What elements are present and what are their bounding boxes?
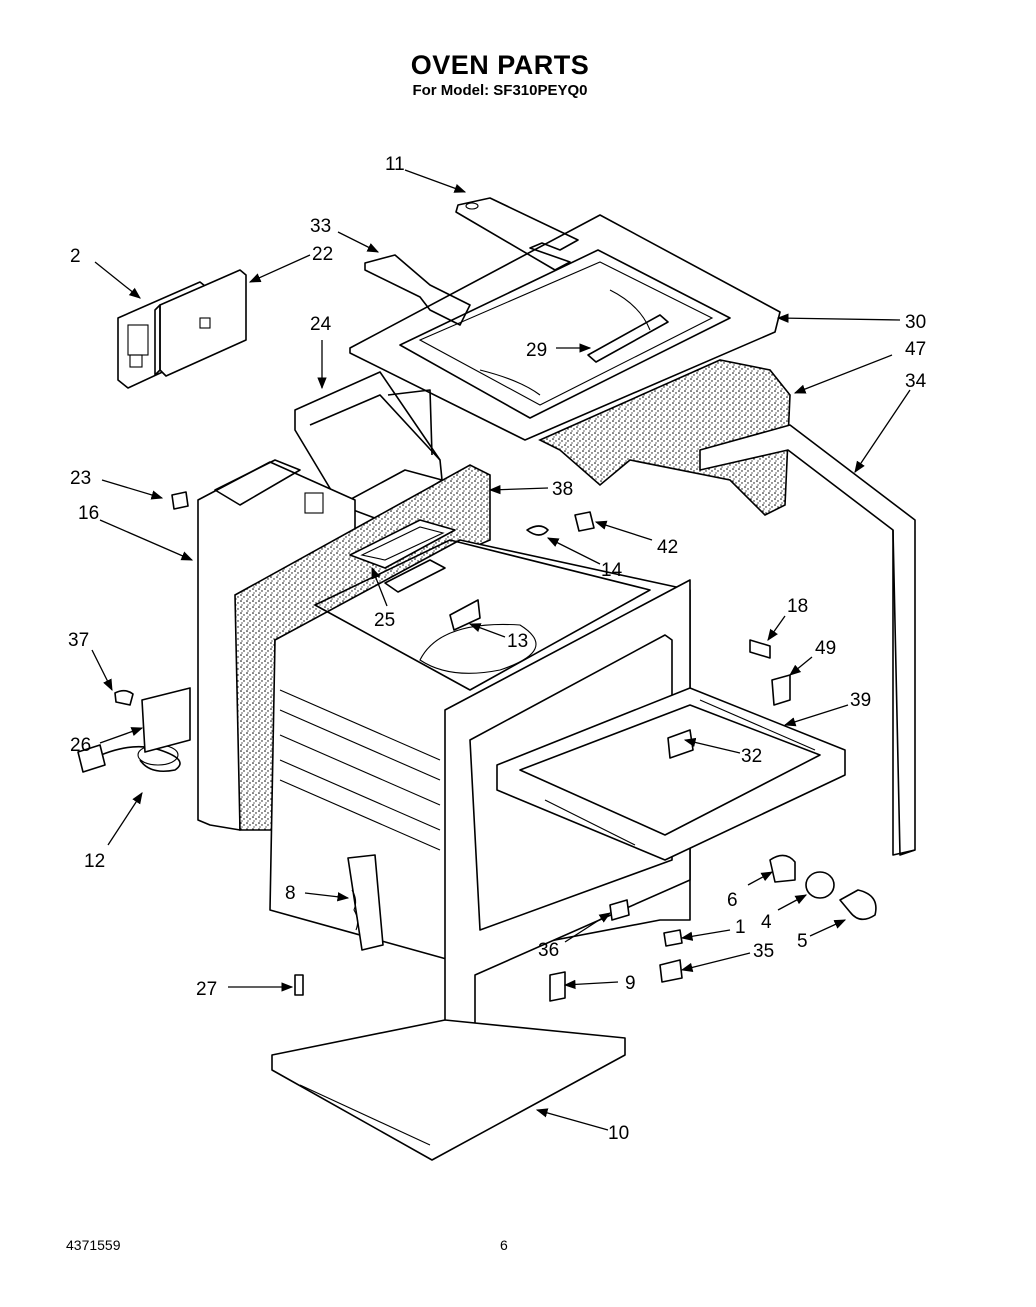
callout-33: 33: [310, 216, 331, 237]
callout-25: 25: [374, 610, 395, 631]
part-11-bracket: [455, 197, 579, 271]
callout-leaders: [91, 169, 911, 1131]
small-parts: [114, 491, 877, 1002]
document-number: 4371559: [66, 1237, 121, 1253]
callout-16: 16: [78, 503, 99, 524]
callout-4: 4: [761, 912, 772, 933]
part-30-frame: [349, 214, 781, 441]
part-13-vent-cover: [449, 599, 481, 631]
callout-11: 11: [385, 154, 405, 175]
callout-labels: 11 33 2 22 30 24 29 47 34 23 38 16 42 14…: [68, 154, 927, 1144]
part-47-insulation: [538, 359, 791, 516]
callout-5: 5: [797, 931, 808, 952]
callout-10: 10: [608, 1123, 629, 1144]
callout-8: 8: [285, 883, 296, 904]
part-8-hinge: [347, 854, 384, 951]
callout-38: 38: [552, 479, 573, 500]
page-title: OVEN PARTS: [410, 50, 590, 80]
callout-39: 39: [850, 690, 871, 711]
model-subtitle: For Model: SF310PEYQ0: [412, 82, 588, 99]
callout-30: 30: [905, 312, 926, 333]
callout-36: 36: [538, 940, 559, 961]
part-24-vent-duct: [294, 371, 443, 521]
callout-34: 34: [905, 371, 927, 392]
part-25-vent-trim: [349, 519, 456, 593]
page-number: 6: [500, 1237, 508, 1253]
callout-18: 18: [787, 596, 808, 617]
callout-32: 32: [741, 746, 762, 767]
part-10-bottom-panel: [271, 1019, 626, 1161]
callout-27: 27: [196, 979, 217, 1000]
callout-2: 2: [70, 246, 81, 267]
callout-6: 6: [727, 890, 738, 911]
part-32-pad: [667, 729, 694, 759]
part-33-bracket: [364, 254, 471, 326]
callout-49: 49: [815, 638, 836, 659]
callout-29: 29: [526, 340, 547, 361]
callout-23: 23: [70, 468, 91, 489]
callout-22: 22: [312, 244, 333, 265]
part-12-power-cord: [77, 744, 181, 773]
callout-37: 37: [68, 630, 89, 651]
part-34-side-panel: [699, 424, 916, 856]
callout-13: 13: [507, 631, 528, 652]
callout-26: 26: [70, 735, 91, 756]
callout-1: 1: [735, 917, 746, 938]
part-39-oven-rack: [496, 687, 846, 861]
callout-12: 12: [84, 851, 105, 872]
callout-14: 14: [601, 560, 623, 581]
part-22-control-cover: [154, 269, 247, 377]
callout-24: 24: [310, 314, 332, 335]
callout-35: 35: [753, 941, 774, 962]
callout-42: 42: [657, 537, 678, 558]
part-26-plate: [141, 687, 191, 753]
callout-9: 9: [625, 973, 636, 994]
callout-47: 47: [905, 339, 926, 360]
